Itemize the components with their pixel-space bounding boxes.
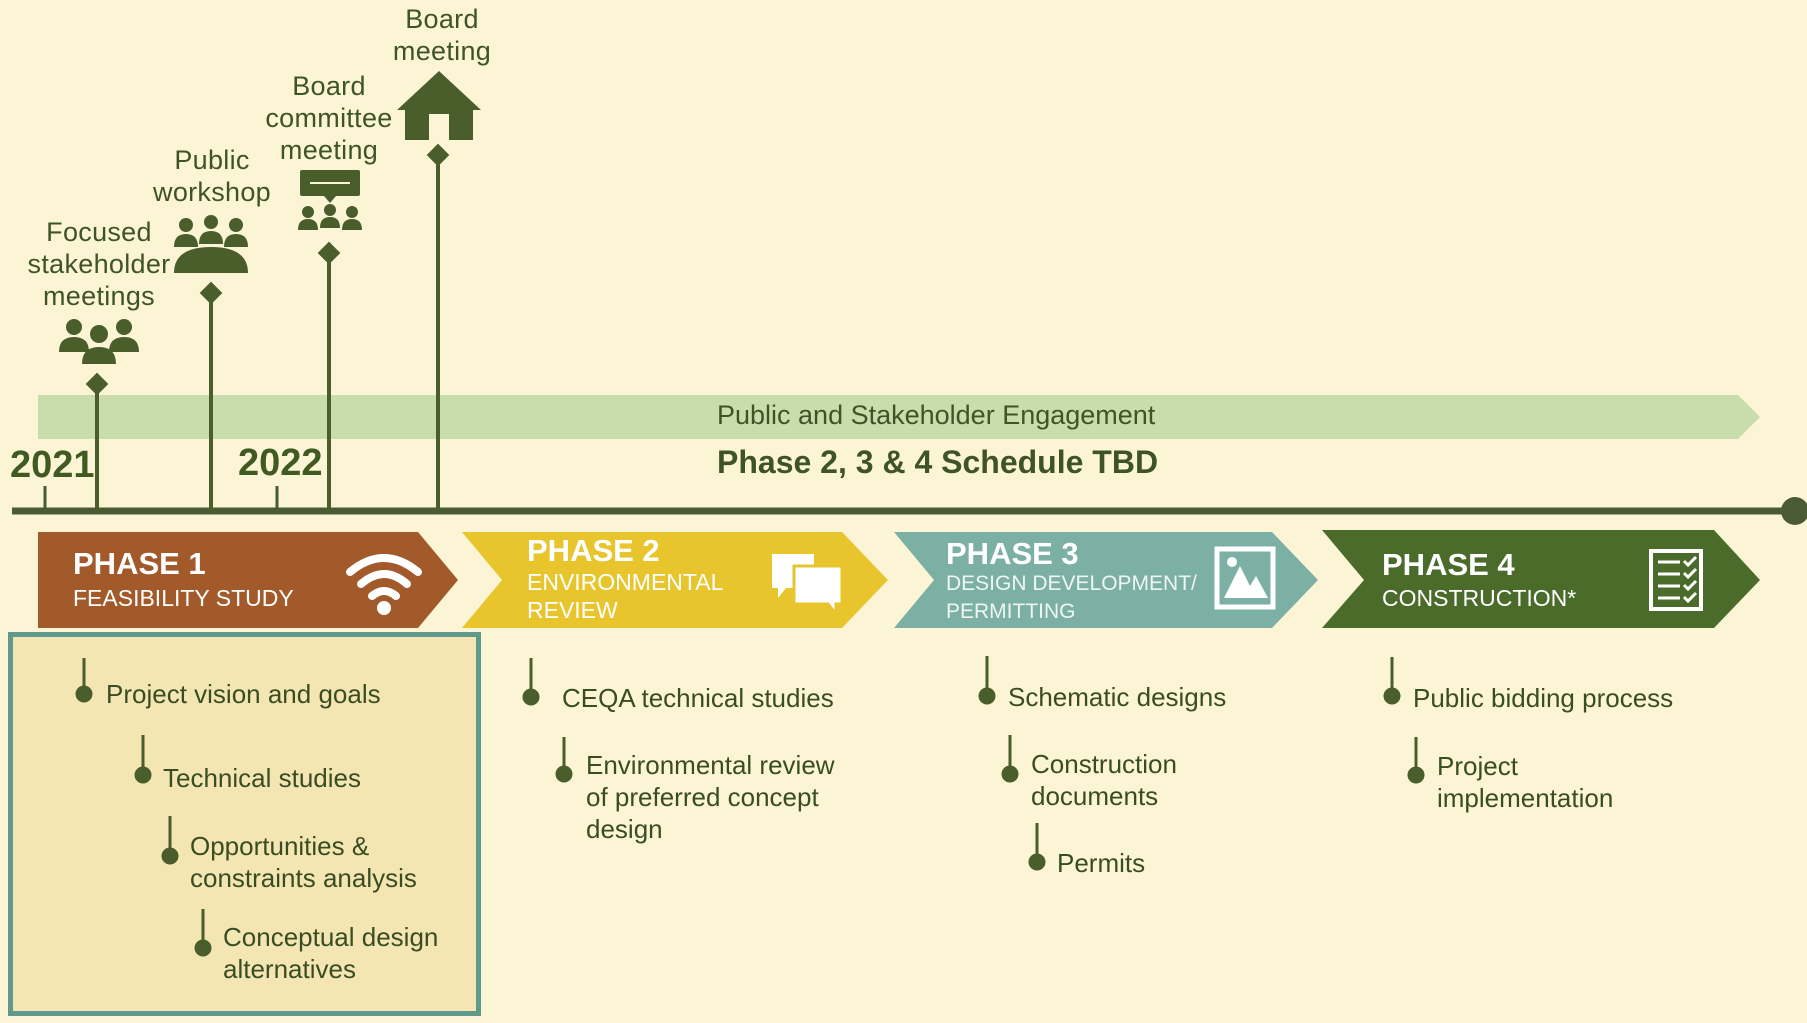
phase-1-task: Opportunities & constraints analysis — [190, 830, 417, 894]
audience-icon — [174, 215, 248, 273]
task-line: Permits — [1057, 848, 1146, 878]
task-line: design — [586, 814, 663, 844]
wifi-icon — [346, 554, 422, 615]
schedule-tbd-label: Phase 2, 3 & 4 Schedule TBD — [717, 444, 1159, 480]
phase-3-chevron — [894, 532, 1318, 628]
event-label-line: Public — [174, 145, 250, 175]
task-pin-dot — [75, 685, 93, 703]
phase-3-task: Construction documents — [1031, 748, 1177, 812]
phase-subtitle-line: CONSTRUCTION* — [1382, 585, 1577, 611]
event-label-line: meetings — [43, 281, 155, 311]
phase-2-subtitle: ENVIRONMENTAL REVIEW — [527, 568, 723, 624]
phase-subtitle-line: ENVIRONMENTAL — [527, 569, 724, 595]
task-pin-dot — [1383, 687, 1401, 705]
event-label-line: meeting — [392, 36, 492, 66]
year-label-2021: 2021 — [10, 444, 95, 486]
engagement-label: Public and Stakeholder Engagement — [717, 400, 1156, 430]
year-label-2022: 2022 — [238, 442, 323, 484]
phase-1-task: Project vision and goals — [106, 678, 381, 710]
event-label-line: Board — [292, 71, 366, 101]
phase-1-title: PHASE 1 — [73, 546, 206, 581]
phase-3-title: PHASE 3 — [946, 536, 1079, 571]
event-label-board: Board meeting — [372, 3, 512, 67]
event-label-line: Focused — [46, 217, 152, 247]
event-label-line: committee — [265, 103, 393, 133]
task-pin-dot — [134, 766, 152, 784]
phase-subtitle-line: FEASIBILITY STUDY — [73, 585, 294, 611]
chat-bubbles-icon — [772, 554, 844, 619]
phase-3-task: Schematic designs — [1008, 681, 1226, 713]
phase-2-title: PHASE 2 — [527, 533, 660, 568]
event-label-line: workshop — [153, 177, 271, 207]
event-label-line: meeting — [279, 135, 379, 165]
image-icon — [1214, 546, 1276, 610]
presentation-icon — [298, 170, 362, 230]
task-pin-dot — [194, 939, 212, 957]
task-line: Opportunities & — [190, 831, 370, 861]
task-pin-dot — [1028, 853, 1046, 871]
task-pin-dot — [522, 688, 540, 706]
task-line: CEQA technical studies — [562, 683, 834, 713]
phase-4-task: Project implementation — [1437, 750, 1613, 814]
task-line: Public bidding process — [1413, 683, 1674, 713]
phase-subtitle-line: DESIGN DEVELOPMENT/ — [946, 572, 1197, 595]
task-line: Conceptual design — [223, 922, 439, 952]
phase-1-chevron — [38, 532, 458, 628]
event-label-line: stakeholder — [27, 249, 171, 279]
task-line: Project — [1437, 751, 1518, 781]
task-pin-dot — [161, 847, 179, 865]
phase-3-task: Permits — [1057, 847, 1145, 879]
event-label-line: Board — [405, 4, 479, 34]
stem-board-diamond — [426, 143, 450, 167]
task-line: of preferred concept — [586, 782, 819, 812]
phase-1-task: Technical studies — [163, 762, 361, 794]
task-line: Technical studies — [163, 763, 361, 793]
phase-2-task: CEQA technical studies — [562, 682, 834, 714]
building-icon — [397, 71, 481, 140]
task-line: Schematic designs — [1008, 682, 1227, 712]
task-pin-dot — [978, 687, 996, 705]
phase-1-subtitle: FEASIBILITY STUDY — [73, 584, 294, 612]
task-line: Environmental review — [586, 750, 835, 780]
checklist-icon — [1649, 549, 1703, 611]
task-line: documents — [1031, 781, 1159, 811]
group-icon — [59, 319, 139, 364]
event-label-committee: Board committee meeting — [254, 70, 404, 166]
task-line: Project vision and goals — [106, 679, 381, 709]
task-pin-dot — [1001, 765, 1019, 783]
phase-4-title: PHASE 4 — [1382, 547, 1515, 582]
phase-4-task: Public bidding process — [1413, 682, 1673, 714]
task-line: implementation — [1437, 783, 1614, 813]
phase-1-task: Conceptual design alternatives — [223, 921, 438, 985]
phase-subtitle-line: REVIEW — [527, 597, 618, 623]
task-line: alternatives — [223, 954, 356, 984]
event-label-focused: Focused stakeholder meetings — [14, 216, 184, 312]
phase-subtitle-line: PERMITTING — [946, 600, 1076, 623]
stem-focused-diamond — [85, 372, 109, 396]
event-label-workshop: Public workshop — [142, 144, 282, 208]
task-pin-dot — [1407, 766, 1425, 784]
phase-2-task: Environmental review of preferred concep… — [586, 749, 835, 845]
phase-4-subtitle: CONSTRUCTION* — [1382, 584, 1576, 612]
task-line: constraints analysis — [190, 863, 417, 893]
task-pin-dot — [555, 765, 573, 783]
phase-3-subtitle: DESIGN DEVELOPMENT/ PERMITTING — [946, 570, 1197, 626]
task-line: Construction — [1031, 749, 1177, 779]
stem-committee-diamond — [317, 241, 341, 265]
stem-workshop-diamond — [199, 281, 223, 305]
